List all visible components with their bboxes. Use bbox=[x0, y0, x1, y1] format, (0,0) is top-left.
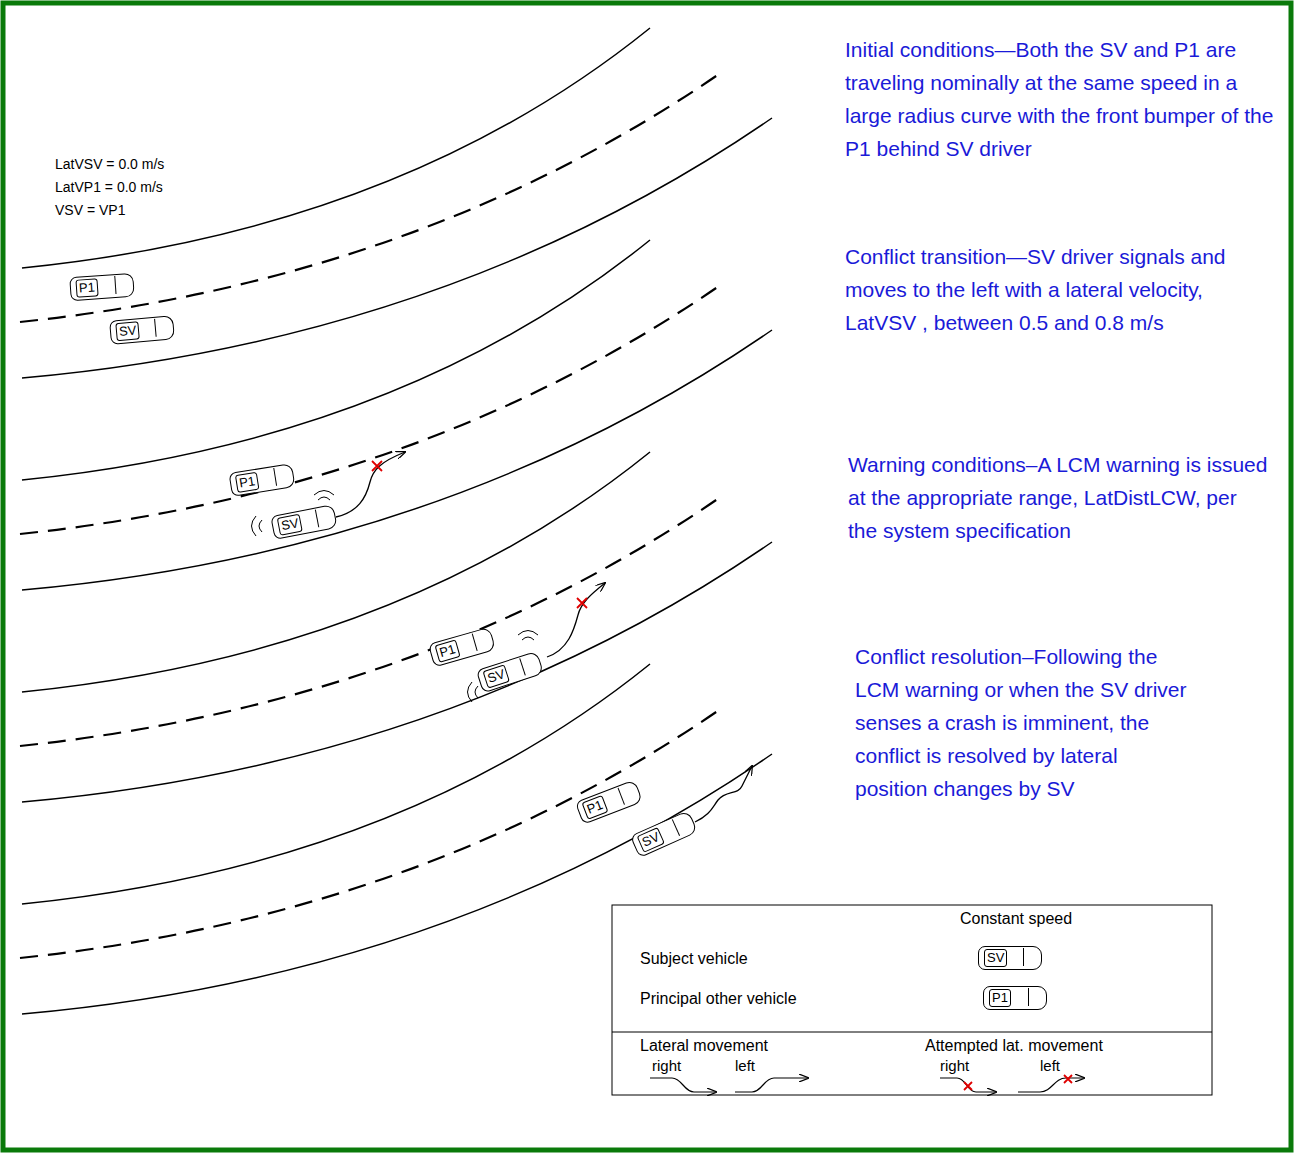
step-description: Conflict resolution–Following the LCM wa… bbox=[855, 640, 1195, 805]
legend-label: left bbox=[735, 1057, 755, 1074]
blocked-mark bbox=[577, 598, 587, 608]
note-label: Attempted lat. movement bbox=[925, 1037, 1103, 1055]
trajectory bbox=[695, 766, 752, 822]
left-move-sample bbox=[735, 1078, 808, 1092]
step-description: Initial conditions—Both the SV and P1 ar… bbox=[845, 33, 1275, 165]
legend-label: left bbox=[1040, 1057, 1060, 1074]
legend-label: right bbox=[940, 1057, 969, 1074]
vehicle-label: P1 bbox=[75, 278, 98, 297]
windshield bbox=[472, 634, 478, 652]
note-label: LatVP1 = 0.0 m/s bbox=[55, 179, 163, 195]
trajectory bbox=[547, 583, 605, 657]
step-description: Warning conditions–A LCM warning is issu… bbox=[848, 448, 1268, 547]
vehicle: SV bbox=[109, 315, 175, 344]
signal bbox=[468, 682, 479, 702]
signal bbox=[314, 491, 334, 501]
attempted-left-sample bbox=[1018, 1078, 1084, 1092]
road bbox=[20, 664, 772, 1014]
vehicle-label: P1 bbox=[235, 472, 259, 493]
windshield bbox=[672, 819, 680, 836]
windshield bbox=[273, 468, 277, 486]
windshield bbox=[519, 658, 526, 675]
legend-divider bbox=[612, 1032, 1212, 1033]
vehicle-label: P1 bbox=[989, 989, 1011, 1007]
signal bbox=[252, 516, 263, 536]
legend-label: right bbox=[652, 1057, 681, 1074]
windshield bbox=[315, 510, 319, 528]
vehicle: SV bbox=[630, 810, 698, 858]
frame bbox=[3, 3, 1291, 1150]
vehicle: P1 bbox=[229, 463, 296, 497]
vehicle-label: SV bbox=[984, 949, 1007, 967]
legend-label: Principal other vehicle bbox=[640, 990, 797, 1008]
vehicle: P1 bbox=[69, 273, 135, 301]
trajectory bbox=[336, 452, 405, 517]
note-label: Constant speed bbox=[960, 910, 1072, 928]
vehicle-label: SV bbox=[637, 827, 666, 853]
blocked-mark bbox=[1064, 1075, 1072, 1083]
step-description: Conflict transition—SV driver signals an… bbox=[845, 240, 1275, 339]
vehicle-label: SV bbox=[277, 514, 303, 536]
vehicle-label: P1 bbox=[435, 639, 461, 662]
windshield bbox=[1028, 988, 1029, 1006]
right-move-sample bbox=[650, 1078, 716, 1092]
note-label: LatVSV = 0.0 m/s bbox=[55, 156, 164, 172]
vehicle: P1 bbox=[575, 779, 643, 824]
legend-label: Subject vehicle bbox=[640, 950, 748, 968]
vehicle: P1 bbox=[428, 627, 496, 668]
legend-box bbox=[612, 905, 1212, 1095]
note-label: Lateral movement bbox=[640, 1037, 768, 1055]
windshield bbox=[1023, 948, 1024, 966]
vehicle-label: SV bbox=[115, 321, 140, 341]
note-label: VSV = VP1 bbox=[55, 202, 125, 218]
vehicle: SV bbox=[978, 946, 1042, 970]
signal bbox=[518, 631, 538, 641]
vehicle: P1 bbox=[983, 986, 1047, 1010]
windshield bbox=[618, 788, 625, 805]
blocked-mark bbox=[964, 1082, 972, 1090]
attempted-right-sample bbox=[940, 1078, 996, 1092]
vehicle: SV bbox=[476, 651, 544, 694]
vehicle-label: P1 bbox=[582, 795, 609, 820]
windshield bbox=[154, 319, 157, 337]
vehicle-label: SV bbox=[482, 664, 510, 688]
blocked-mark bbox=[372, 461, 382, 471]
windshield bbox=[114, 276, 116, 294]
vehicle: SV bbox=[270, 504, 337, 540]
